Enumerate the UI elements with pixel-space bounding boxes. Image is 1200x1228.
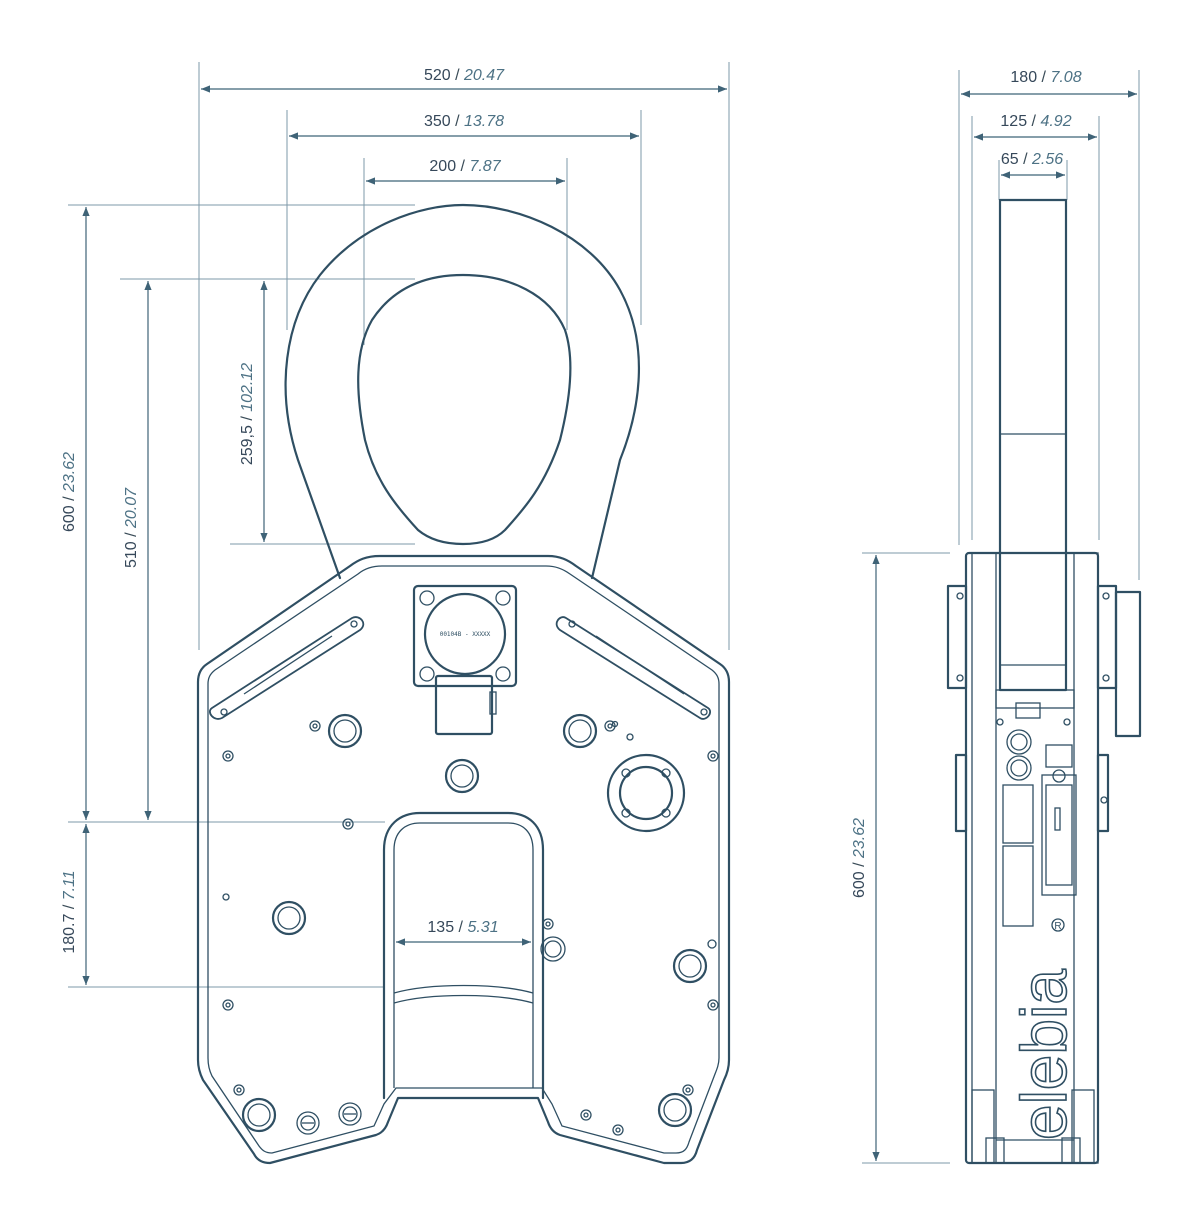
dimension-label: 200 / 7.87 xyxy=(429,158,501,175)
guide-slot-left xyxy=(209,616,365,720)
internal-details xyxy=(996,718,1077,927)
cover-marking: 00104B - XXXXX xyxy=(440,631,491,638)
dimension-600-front: 600 / 23.62 xyxy=(61,207,90,820)
dimension-200: 200 / 7.87 xyxy=(366,158,565,185)
dimension-label: 135 / 5.31 xyxy=(427,919,498,936)
motor-port xyxy=(606,753,686,833)
small-screws xyxy=(222,720,719,1136)
dimension-125: 125 / 4.92 xyxy=(974,113,1097,141)
large-bolts xyxy=(241,713,708,1133)
jaw-opening xyxy=(382,811,545,1100)
dimension-259-5: 259,5 / 102.12 xyxy=(239,281,268,542)
dimension-180: 180 / 7.08 xyxy=(961,69,1137,98)
front-view: 520 / 20.47 350 / 13.78 200 / 7.87 600 /… xyxy=(61,62,731,1165)
lifting-eye xyxy=(284,203,640,580)
dimension-600-side: 600 / 23.62 xyxy=(851,555,880,1161)
dimension-label: 520 / 20.47 xyxy=(424,67,505,84)
brand-logo: elebia xyxy=(1008,969,1080,1140)
dimension-label: 350 / 13.78 xyxy=(424,113,504,130)
dimension-520: 520 / 20.47 xyxy=(201,67,727,93)
extension-lines xyxy=(68,62,730,988)
dimension-180-7: 180.7 / 7.11 xyxy=(61,824,90,985)
dimension-label: 65 / 2.56 xyxy=(1001,151,1063,168)
guide-slot-right xyxy=(555,616,712,720)
clamp-body xyxy=(196,554,731,1165)
dimension-135: 135 / 5.31 xyxy=(396,919,531,946)
dimension-510: 510 / 20.07 xyxy=(123,281,152,820)
dimension-label: 125 / 4.92 xyxy=(1000,113,1071,130)
side-view: 180 / 7.08 125 / 4.92 65 / 2.56 600 / 23… xyxy=(851,69,1142,1165)
dimension-label: 510 / 20.07 xyxy=(123,487,140,568)
dimension-label: 180.7 / 7.11 xyxy=(61,870,78,953)
svg-text:R: R xyxy=(1054,921,1061,932)
jaw-profile xyxy=(971,1089,1095,1164)
dimension-65: 65 / 2.56 xyxy=(1001,151,1065,179)
dimension-label: 259,5 / 102.12 xyxy=(239,363,256,465)
dimension-350: 350 / 13.78 xyxy=(289,113,639,140)
dimension-label: 180 / 7.08 xyxy=(1010,69,1081,86)
dimension-label: 600 / 23.62 xyxy=(851,818,868,898)
extension-lines-side xyxy=(862,70,1140,1164)
slotted-screws xyxy=(296,936,566,1135)
actuator-cover: 00104B - XXXXX xyxy=(412,584,518,736)
dimension-label: 600 / 23.62 xyxy=(61,452,78,532)
eye-profile xyxy=(998,198,1068,692)
registered-mark: R xyxy=(1051,918,1065,932)
